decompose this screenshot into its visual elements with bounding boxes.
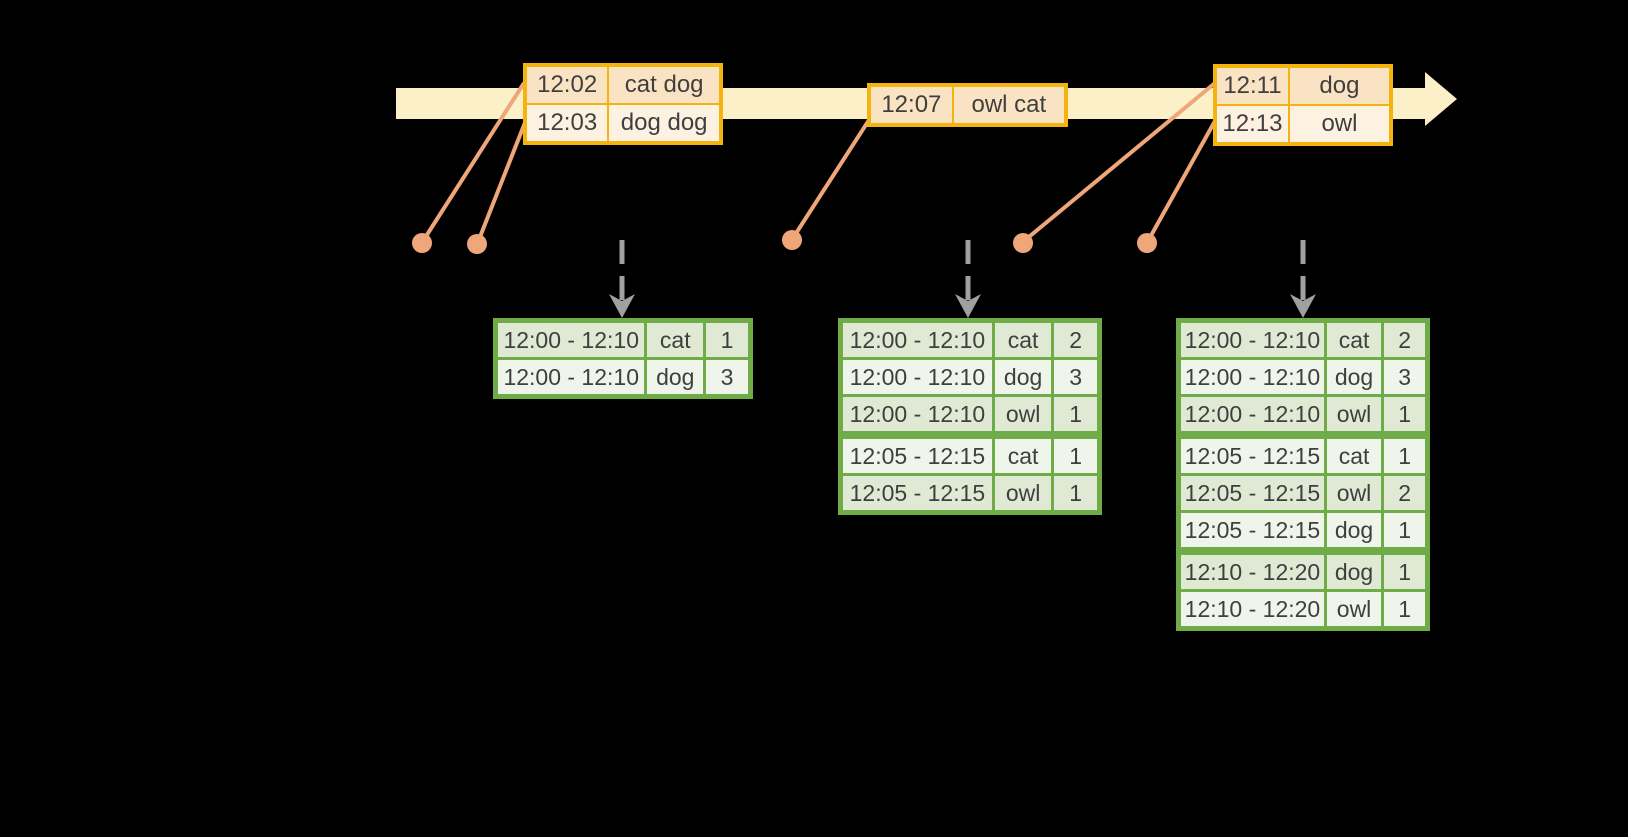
event-connector-line xyxy=(476,119,528,243)
count-cell: 3 xyxy=(1381,357,1429,397)
window-cell: 12:05 - 12:15 xyxy=(839,473,995,514)
event-words-cell: dog xyxy=(1287,65,1393,106)
word-cell: owl xyxy=(991,473,1055,514)
window-cell: 12:00 - 12:10 xyxy=(493,319,648,360)
count-cell: 1 xyxy=(1051,473,1101,514)
window-cell: 12:05 - 12:15 xyxy=(1177,431,1327,476)
event-words-cell: cat dog xyxy=(607,64,722,105)
window-cell: 12:00 - 12:10 xyxy=(1177,394,1327,437)
event-time-cell: 12:07 xyxy=(868,84,954,126)
count-cell: 1 xyxy=(1381,510,1429,553)
count-cell: 1 xyxy=(1051,431,1101,476)
word-cell: owl xyxy=(1323,394,1385,437)
word-cell: cat xyxy=(1323,431,1385,476)
trigger-arrow-head xyxy=(609,294,635,318)
window-cell: 12:05 - 12:15 xyxy=(1177,473,1327,513)
window-cell: 12:10 - 12:20 xyxy=(1177,547,1327,592)
count-cell: 3 xyxy=(1051,357,1101,397)
window-cell: 12:00 - 12:10 xyxy=(1177,357,1327,397)
event-connector-line xyxy=(791,118,871,240)
word-cell: cat xyxy=(991,431,1055,476)
event-words-cell: dog dog xyxy=(607,103,722,144)
trigger-arrow-head xyxy=(955,294,981,318)
event-connector-line xyxy=(1146,120,1217,242)
event-time-cell: 12:02 xyxy=(523,64,610,105)
window-cell: 12:00 - 12:10 xyxy=(839,319,995,360)
count-cell: 1 xyxy=(1051,394,1101,437)
event-connector-line xyxy=(421,81,526,243)
event-time-cell: 12:03 xyxy=(523,103,610,144)
count-cell: 2 xyxy=(1381,319,1429,360)
event-time-dot xyxy=(782,230,802,250)
window-cell: 12:00 - 12:10 xyxy=(1177,319,1327,360)
count-cell: 2 xyxy=(1381,473,1429,513)
event-time-cell: 12:11 xyxy=(1214,65,1290,106)
event-time-cell: 12:13 xyxy=(1214,104,1290,145)
trigger-arrow-head xyxy=(1290,294,1316,318)
window-cell: 12:00 - 12:10 xyxy=(493,357,648,398)
event-words-cell: owl xyxy=(1287,104,1393,145)
word-cell: owl xyxy=(1323,473,1385,513)
window-cell: 12:05 - 12:15 xyxy=(839,431,995,476)
word-cell: cat xyxy=(1323,319,1385,360)
word-cell: dog xyxy=(644,357,707,398)
count-cell: 1 xyxy=(1381,394,1429,437)
count-cell: 1 xyxy=(1381,431,1429,476)
count-cell: 1 xyxy=(1381,547,1429,592)
count-cell: 1 xyxy=(703,319,752,360)
word-cell: cat xyxy=(644,319,707,360)
event-connector-line xyxy=(1022,81,1217,243)
timeline-arrow-head xyxy=(1425,72,1457,126)
event-time-dot xyxy=(1137,233,1157,253)
word-cell: owl xyxy=(1323,589,1385,630)
event-time-dot xyxy=(1013,233,1033,253)
word-cell: owl xyxy=(991,394,1055,437)
word-cell: cat xyxy=(991,319,1055,360)
word-cell: dog xyxy=(1323,547,1385,592)
word-cell: dog xyxy=(1323,510,1385,553)
count-cell: 3 xyxy=(703,357,752,398)
window-cell: 12:05 - 12:15 xyxy=(1177,510,1327,553)
word-cell: dog xyxy=(991,357,1055,397)
event-time-dot xyxy=(467,234,487,254)
window-cell: 12:00 - 12:10 xyxy=(839,357,995,397)
window-cell: 12:00 - 12:10 xyxy=(839,394,995,437)
count-cell: 2 xyxy=(1051,319,1101,360)
window-cell: 12:10 - 12:20 xyxy=(1177,589,1327,630)
word-cell: dog xyxy=(1323,357,1385,397)
event-words-cell: owl cat xyxy=(951,84,1068,126)
event-time-dot xyxy=(412,233,432,253)
count-cell: 1 xyxy=(1381,589,1429,630)
